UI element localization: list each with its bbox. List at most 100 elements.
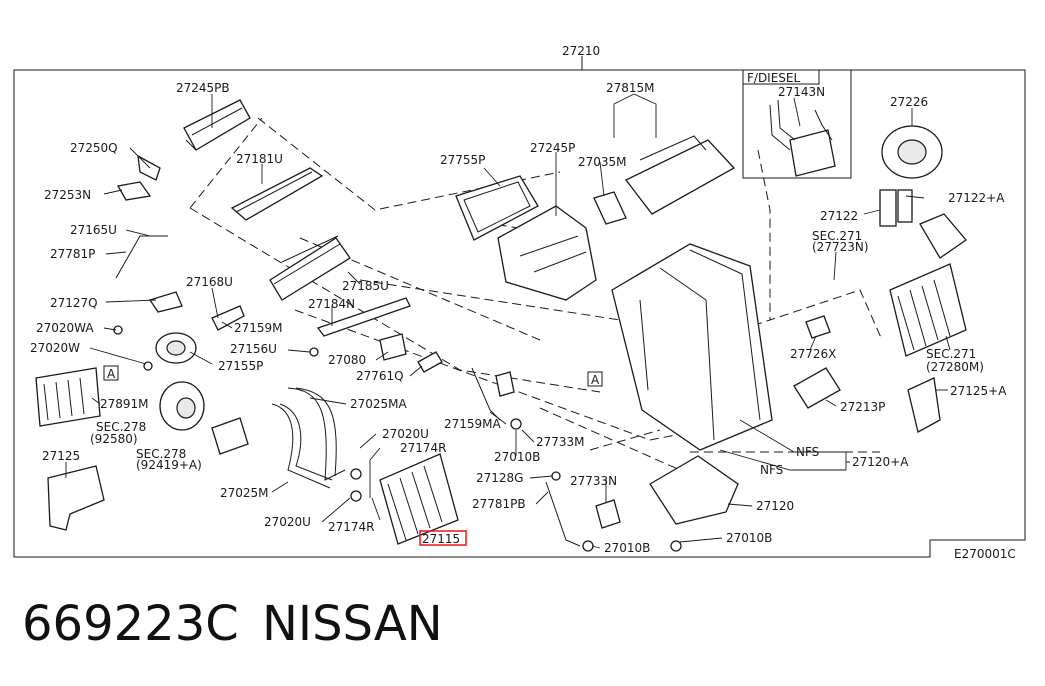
callout-27181U: 27181U — [236, 152, 283, 166]
part-27185U-duct — [269, 235, 351, 301]
part-27253N-clip — [116, 181, 152, 201]
callout-27020W: 27020W — [30, 341, 80, 355]
callout-27726X: 27726X — [790, 347, 836, 361]
part-main-heater-unit — [611, 243, 773, 451]
callout-27020U-top: 27020U — [382, 427, 429, 441]
callout-27250Q: 27250Q — [70, 141, 118, 155]
part-sec271-expansion-valve — [919, 213, 967, 259]
callout-sec278-a: SEC.278 — [96, 420, 146, 434]
svg-text:A: A — [591, 373, 600, 387]
callout-27035M: 27035M — [578, 155, 627, 169]
callout-27891M: 27891M — [100, 397, 149, 411]
callout-27120: 27120 — [756, 499, 794, 513]
part-27127Q-link — [148, 291, 183, 313]
part-27184N-duct — [316, 297, 411, 337]
callout-27165U: 27165U — [70, 223, 117, 237]
callout-27761Q: 27761Q — [356, 369, 404, 383]
callout-27020WA: 27020WA — [36, 321, 94, 335]
callout-labels: 27210 F/DIESEL 27245PB 27250Q 27253N 271… — [30, 44, 1016, 561]
callout-27815M: 27815M — [606, 81, 655, 95]
callout-27159MA: 27159MA — [444, 417, 502, 431]
part-27155P-motor — [155, 332, 197, 364]
part-27891M-filter — [35, 367, 101, 427]
ref-box-A-left: A — [103, 365, 119, 381]
part-heater-hoses — [271, 387, 346, 489]
callout-NFS-b: NFS — [760, 463, 783, 477]
label-top-assembly: 27210 — [562, 44, 600, 58]
part-fasteners — [113, 325, 682, 552]
callout-27127Q: 27127Q — [50, 296, 98, 310]
part-27125-bracket — [47, 465, 105, 531]
callout-sec271-b-ref: (27280M) — [926, 360, 984, 374]
leader-lines — [65, 93, 951, 549]
callout-sec271-a-ref: (27723N) — [812, 240, 869, 254]
callout-27025MA: 27025MA — [350, 397, 408, 411]
label-diesel-variant: F/DIESEL — [747, 71, 801, 85]
callout-27168U: 27168U — [186, 275, 233, 289]
part-27115-heater-core — [379, 453, 459, 545]
callout-27174R-top: 27174R — [400, 441, 447, 455]
part-27122-seals — [879, 189, 913, 227]
diagram-frame — [13, 56, 1026, 558]
part-27781PB-rod — [545, 481, 581, 547]
callout-27025M: 27025M — [220, 486, 269, 500]
callout-27253N: 27253N — [44, 188, 91, 202]
callout-27120-plus-A: 27120+A — [852, 455, 909, 469]
part-27815M-duct — [625, 135, 736, 215]
callout-27156U: 27156U — [230, 342, 277, 356]
callout-sec278-b: SEC.278 — [136, 447, 186, 461]
callout-27245PB: 27245PB — [176, 81, 230, 95]
callout-27125-plus-A: 27125+A — [950, 384, 1007, 398]
part-27159MA-link — [471, 367, 515, 421]
part-27733N-actuator — [595, 499, 621, 529]
svg-text:27115: 27115 — [422, 532, 460, 546]
callout-27122: 27122 — [820, 209, 858, 223]
svg-text:A: A — [107, 367, 116, 381]
part-sec278-resistor — [211, 417, 249, 455]
callout-27184N: 27184N — [308, 297, 355, 311]
callout-27080: 27080 — [328, 353, 366, 367]
callout-27213P: 27213P — [840, 400, 885, 414]
callout-27185U: 27185U — [342, 279, 389, 293]
callout-27125: 27125 — [42, 449, 80, 463]
callout-27733N: 27733N — [570, 474, 617, 488]
part-27226-blower-motor — [881, 125, 943, 179]
part-27726X-sensor — [805, 315, 831, 339]
part-27125A-bracket — [907, 377, 941, 433]
catalog-ref-code: E270001C — [954, 547, 1016, 561]
callout-sec278-b-ref: (92419+A) — [136, 458, 202, 472]
part-27080-actuator — [379, 333, 407, 361]
callout-27733M: 27733M — [536, 435, 585, 449]
part-sec278-blower — [159, 381, 205, 431]
part-27213P-filter — [793, 367, 841, 409]
part-27761Q-connector — [417, 351, 443, 373]
callout-27781PB: 27781PB — [472, 497, 526, 511]
assembly-dashed-outline — [189, 117, 883, 471]
callout-27755P: 27755P — [440, 153, 485, 167]
callout-27155P: 27155P — [218, 359, 263, 373]
callout-sec278-a-ref: (92580) — [90, 432, 138, 446]
part-27245PB — [183, 99, 251, 151]
callout-27226: 27226 — [890, 95, 928, 109]
callout-27010B-b: 27010B — [604, 541, 650, 555]
part-27755P-seal — [455, 175, 539, 241]
callout-27020U-bot: 27020U — [264, 515, 311, 529]
ref-box-A-mid: A — [587, 371, 603, 387]
callout-NFS-a: NFS — [796, 445, 819, 459]
callout-27781P: 27781P — [50, 247, 95, 261]
callout-27174R-bot: 27174R — [328, 520, 375, 534]
callout-27143N: 27143N — [778, 85, 825, 99]
callout-27115-highlighted: 27115 — [419, 530, 467, 546]
part-27035M-seal — [593, 191, 627, 225]
callout-27245P: 27245P — [530, 141, 575, 155]
part-27168U-link — [211, 305, 245, 331]
callout-27122-plus-A: 27122+A — [948, 191, 1005, 205]
callout-27128G: 27128G — [476, 471, 523, 485]
diesel-variant-box — [742, 69, 852, 179]
part-27120-case — [649, 455, 739, 525]
callout-sec271-a: SEC.271 — [812, 229, 862, 243]
brand-caption: NISSAN — [262, 596, 443, 652]
callout-27010B-a: 27010B — [494, 450, 540, 464]
part-27781P-rod — [115, 235, 168, 279]
